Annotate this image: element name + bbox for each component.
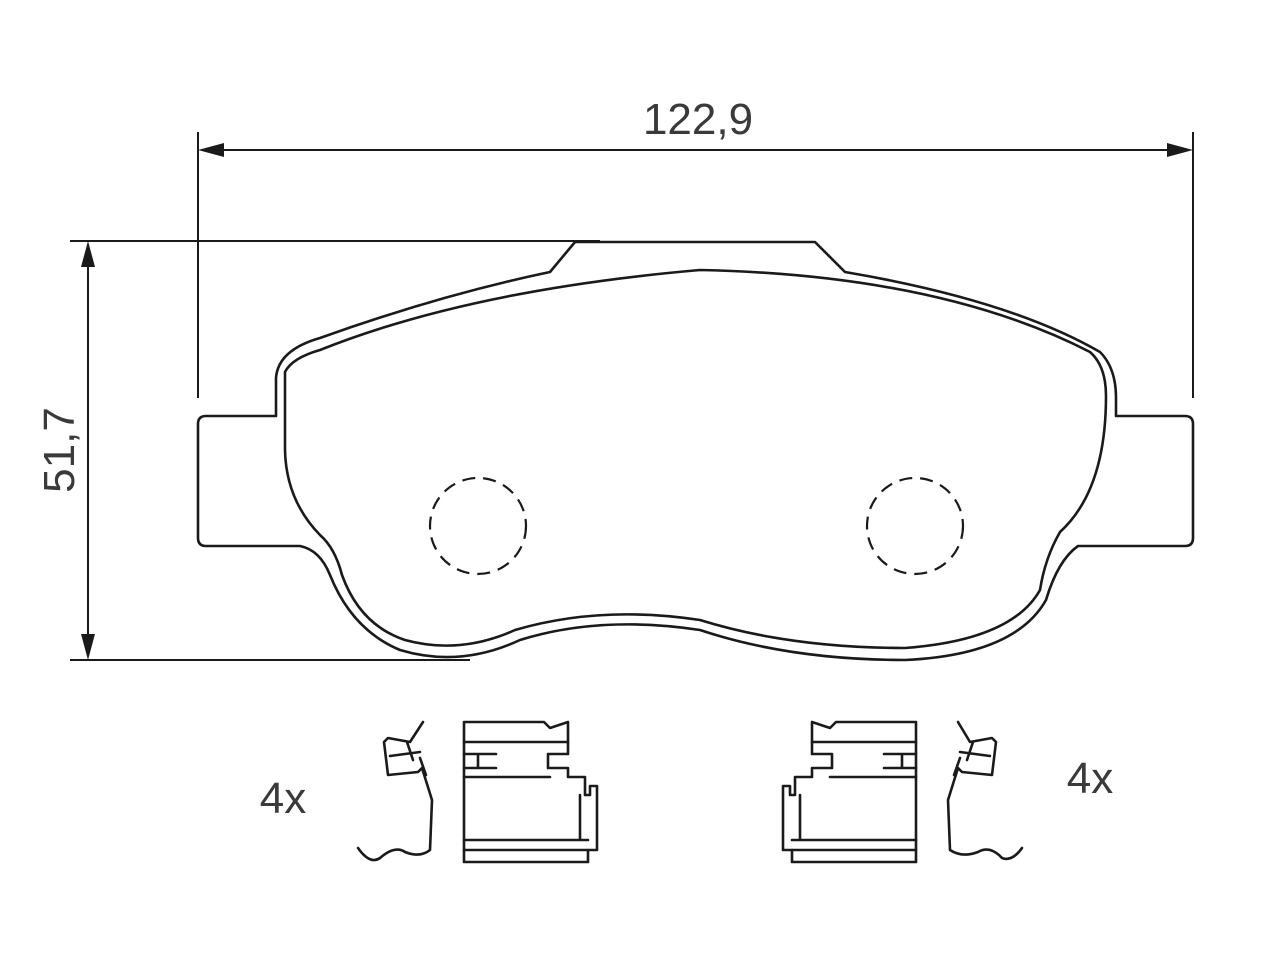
height-arrow-top-icon xyxy=(81,241,95,267)
height-dimension: 51,7 xyxy=(35,240,600,661)
width-arrow-left-icon xyxy=(198,143,224,157)
quantity-label-left: 4x xyxy=(260,774,306,823)
width-label: 122,9 xyxy=(643,95,753,144)
guide-clip-right xyxy=(781,720,918,864)
quantity-label-right: 4x xyxy=(1067,754,1113,803)
backing-plate-outline xyxy=(196,240,1195,662)
height-label: 51,7 xyxy=(35,407,84,493)
guide-clip-left-lines xyxy=(462,740,590,852)
height-arrow-bottom-icon xyxy=(81,634,95,660)
brake-pad xyxy=(196,240,1195,662)
spring-clip-left-inner xyxy=(388,740,428,777)
width-arrow-right-icon xyxy=(1167,143,1193,157)
guide-clip-right-lines xyxy=(790,740,918,852)
spring-clip-left xyxy=(356,720,434,862)
piston-circle-left xyxy=(428,476,528,576)
friction-material-outline xyxy=(283,268,1108,650)
spring-clip-left-outline xyxy=(356,720,434,862)
spring-clip-right-inner xyxy=(952,740,992,777)
width-dimension: 122,9 xyxy=(197,95,1194,398)
guide-clip-left xyxy=(462,720,599,864)
spring-clip-right-outline xyxy=(946,720,1024,861)
spring-clip-right xyxy=(946,720,1024,861)
piston-circle-right xyxy=(865,476,965,576)
